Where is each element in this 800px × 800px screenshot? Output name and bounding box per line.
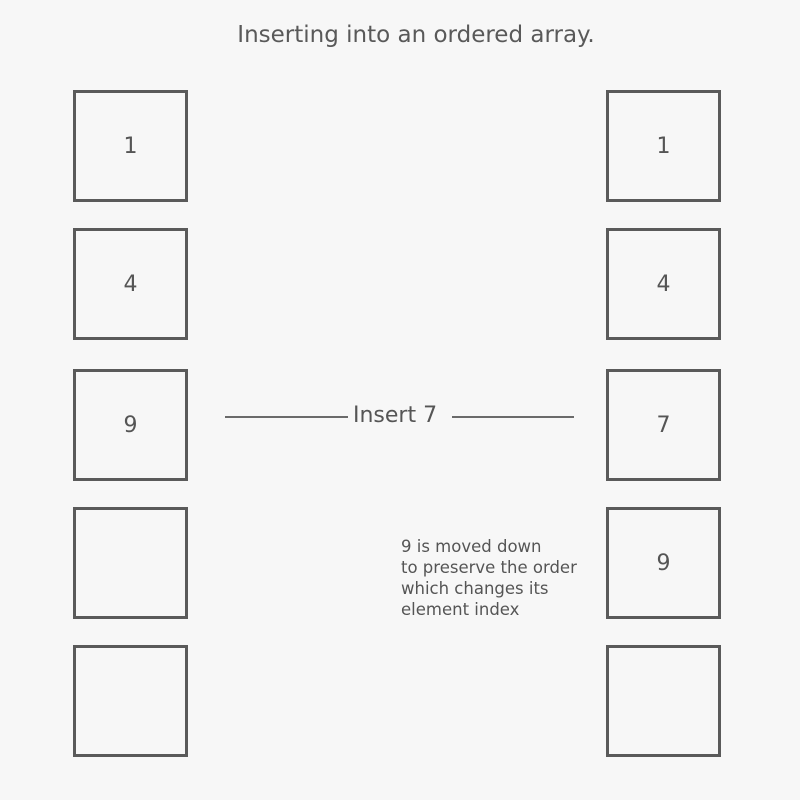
- right-array-cell-0: 1: [606, 90, 721, 202]
- insert-label: Insert 7: [353, 403, 438, 428]
- left-array-cell-0: 1: [73, 90, 188, 202]
- move-down-note: 9 is moved down to preserve the order wh…: [401, 536, 611, 620]
- note-line: to preserve the order: [401, 558, 577, 577]
- note-line: 9 is moved down: [401, 537, 542, 556]
- right-array-cell-4: [606, 645, 721, 757]
- left-array-cell-1: 4: [73, 228, 188, 340]
- note-line: element index: [401, 600, 520, 619]
- right-array-cell-1: 4: [606, 228, 721, 340]
- left-array-cell-2: 9: [73, 369, 188, 481]
- right-array-cell-3: 9: [606, 507, 721, 619]
- left-array-cell-3: [73, 507, 188, 619]
- right-array-cell-2: 7: [606, 369, 721, 481]
- note-line: which changes its: [401, 579, 549, 598]
- left-array-cell-4: [73, 645, 188, 757]
- diagram-title: Inserting into an ordered array.: [237, 22, 595, 48]
- insert-connector-right-line: [452, 416, 574, 418]
- insert-connector-left-line: [225, 416, 348, 418]
